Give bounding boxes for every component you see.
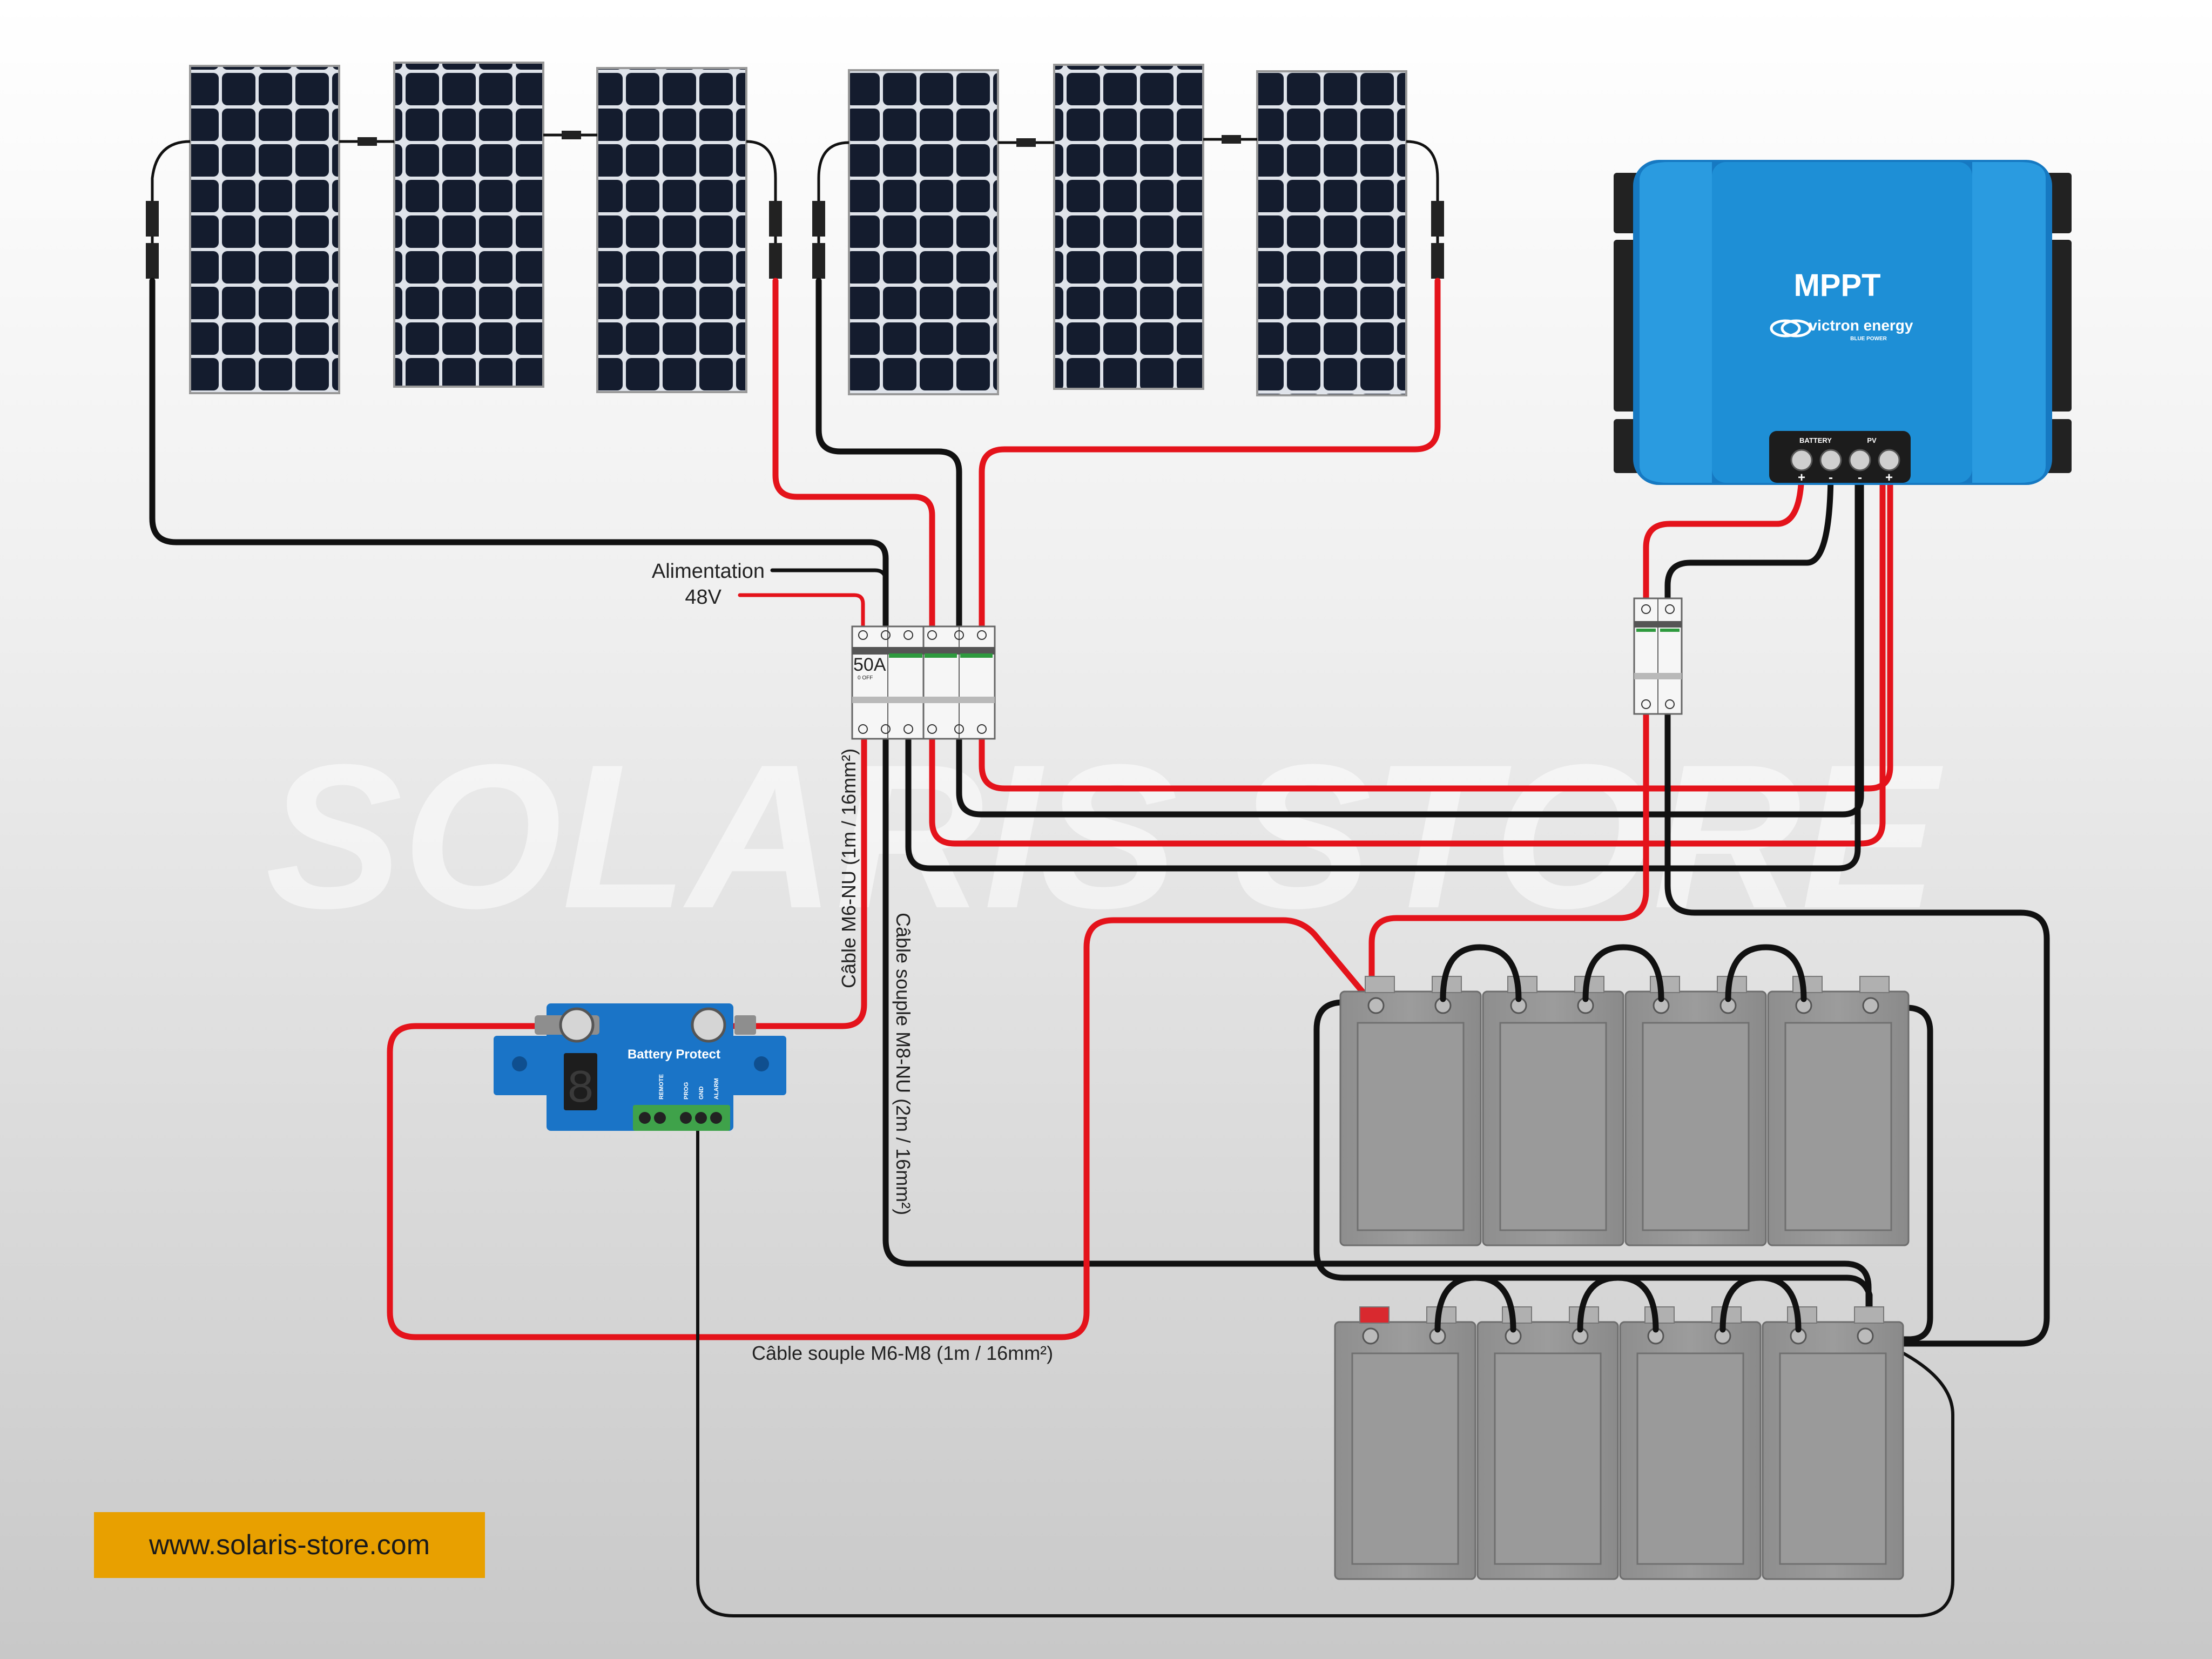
pv-positive-wire xyxy=(979,278,1441,630)
supply-label-line1: Alimentation xyxy=(652,560,765,583)
battery-link-cable xyxy=(1313,999,1873,1341)
battery xyxy=(1767,976,1910,1246)
battery xyxy=(1482,976,1624,1246)
battery-bank-top xyxy=(1339,976,1910,1246)
battery xyxy=(1476,1306,1619,1580)
alarm-signal-wire xyxy=(696,1122,1954,1617)
battery-protect-title: Battery Protect xyxy=(628,1047,720,1062)
battery-bank-bottom xyxy=(1334,1306,1904,1580)
breaker-off-label: 0 OFF xyxy=(858,675,873,681)
breaker-battery xyxy=(1633,597,1683,715)
bp-terminal-label: GND xyxy=(698,1087,705,1100)
bp-terminal-label: PROG xyxy=(683,1082,690,1100)
battery-link-cable xyxy=(1871,1004,1933,1343)
solar-panel xyxy=(189,65,340,394)
battery xyxy=(1619,1306,1762,1580)
mppt-polarity: + xyxy=(1798,470,1805,485)
mppt-polarity: - xyxy=(1858,470,1862,485)
pv-positive-wire xyxy=(772,278,935,630)
battery xyxy=(1339,976,1482,1246)
battery-protect: 8 Battery Protect REMOTE PROG GND ALARM xyxy=(494,1003,786,1131)
solar-panel xyxy=(393,62,544,388)
mppt-terminal-pv: PV xyxy=(1867,436,1877,444)
watermark: SOLARIS STORE xyxy=(266,721,1946,951)
mc4-connector xyxy=(146,140,1444,292)
breaker-block: 50A 0 OFF xyxy=(851,625,996,740)
mppt-terminal-battery: BATTERY xyxy=(1799,436,1832,444)
mppt-battery-positive xyxy=(1368,467,1805,1002)
mppt-battery-negative xyxy=(1664,467,2050,1347)
seven-segment-display: 8 xyxy=(564,1053,597,1116)
cable-label-m6-m8: Câble souple M6-M8 (1m / 16mm²) xyxy=(752,1342,1053,1364)
mppt-brand: victron energy xyxy=(1809,317,1913,334)
mppt-title: MPPT xyxy=(1793,268,1880,303)
battery-jumpers xyxy=(1434,944,1807,1333)
battery xyxy=(1762,1306,1904,1580)
mc4-connector xyxy=(339,131,1257,147)
bp-terminal-label: REMOTE xyxy=(658,1074,665,1100)
solar-panel xyxy=(1256,70,1407,396)
victron-logo-icon xyxy=(1770,319,1812,338)
supply-positive-lead xyxy=(738,593,865,629)
bp-terminal-label: ALARM xyxy=(713,1078,720,1100)
pv-positive-to-mppt xyxy=(979,467,1893,792)
supply-label-line2: 48V xyxy=(685,586,721,609)
solar-panel xyxy=(1053,64,1204,390)
website-link[interactable]: www.solaris-store.com xyxy=(149,1529,430,1561)
mppt-polarity: + xyxy=(1885,470,1893,485)
cable-label-m8-nu: Câble souple M8-NU (2m / 16mm²) xyxy=(892,913,914,1215)
pv-positive-to-mppt xyxy=(929,467,1886,847)
pv-negative-wire xyxy=(149,278,889,630)
pv-negative-wire xyxy=(815,278,962,630)
m6-m8-cable xyxy=(387,917,1367,1340)
solar-panel xyxy=(596,67,747,393)
battery xyxy=(1624,976,1767,1246)
supply-negative-lead xyxy=(770,568,888,629)
cable-label-m6-nu: Câble M6-NU (1m / 16mm²) xyxy=(838,748,860,988)
mppt-polarity: - xyxy=(1829,470,1833,485)
mppt-controller: MPPT victron energy BLUE POWER BATTERY P… xyxy=(1614,160,2072,485)
battery xyxy=(1334,1306,1476,1580)
m8-nu-cable xyxy=(882,731,1872,1343)
solar-panel xyxy=(848,69,999,395)
svg-text:8: 8 xyxy=(567,1063,595,1116)
breaker-rating: 50A xyxy=(853,655,886,675)
pv-negative-to-mppt xyxy=(905,467,1861,872)
m6-nu-cable xyxy=(731,731,867,1029)
website-badge[interactable]: www.solaris-store.com xyxy=(94,1512,485,1578)
mppt-brand-sub: BLUE POWER xyxy=(1850,336,1887,342)
